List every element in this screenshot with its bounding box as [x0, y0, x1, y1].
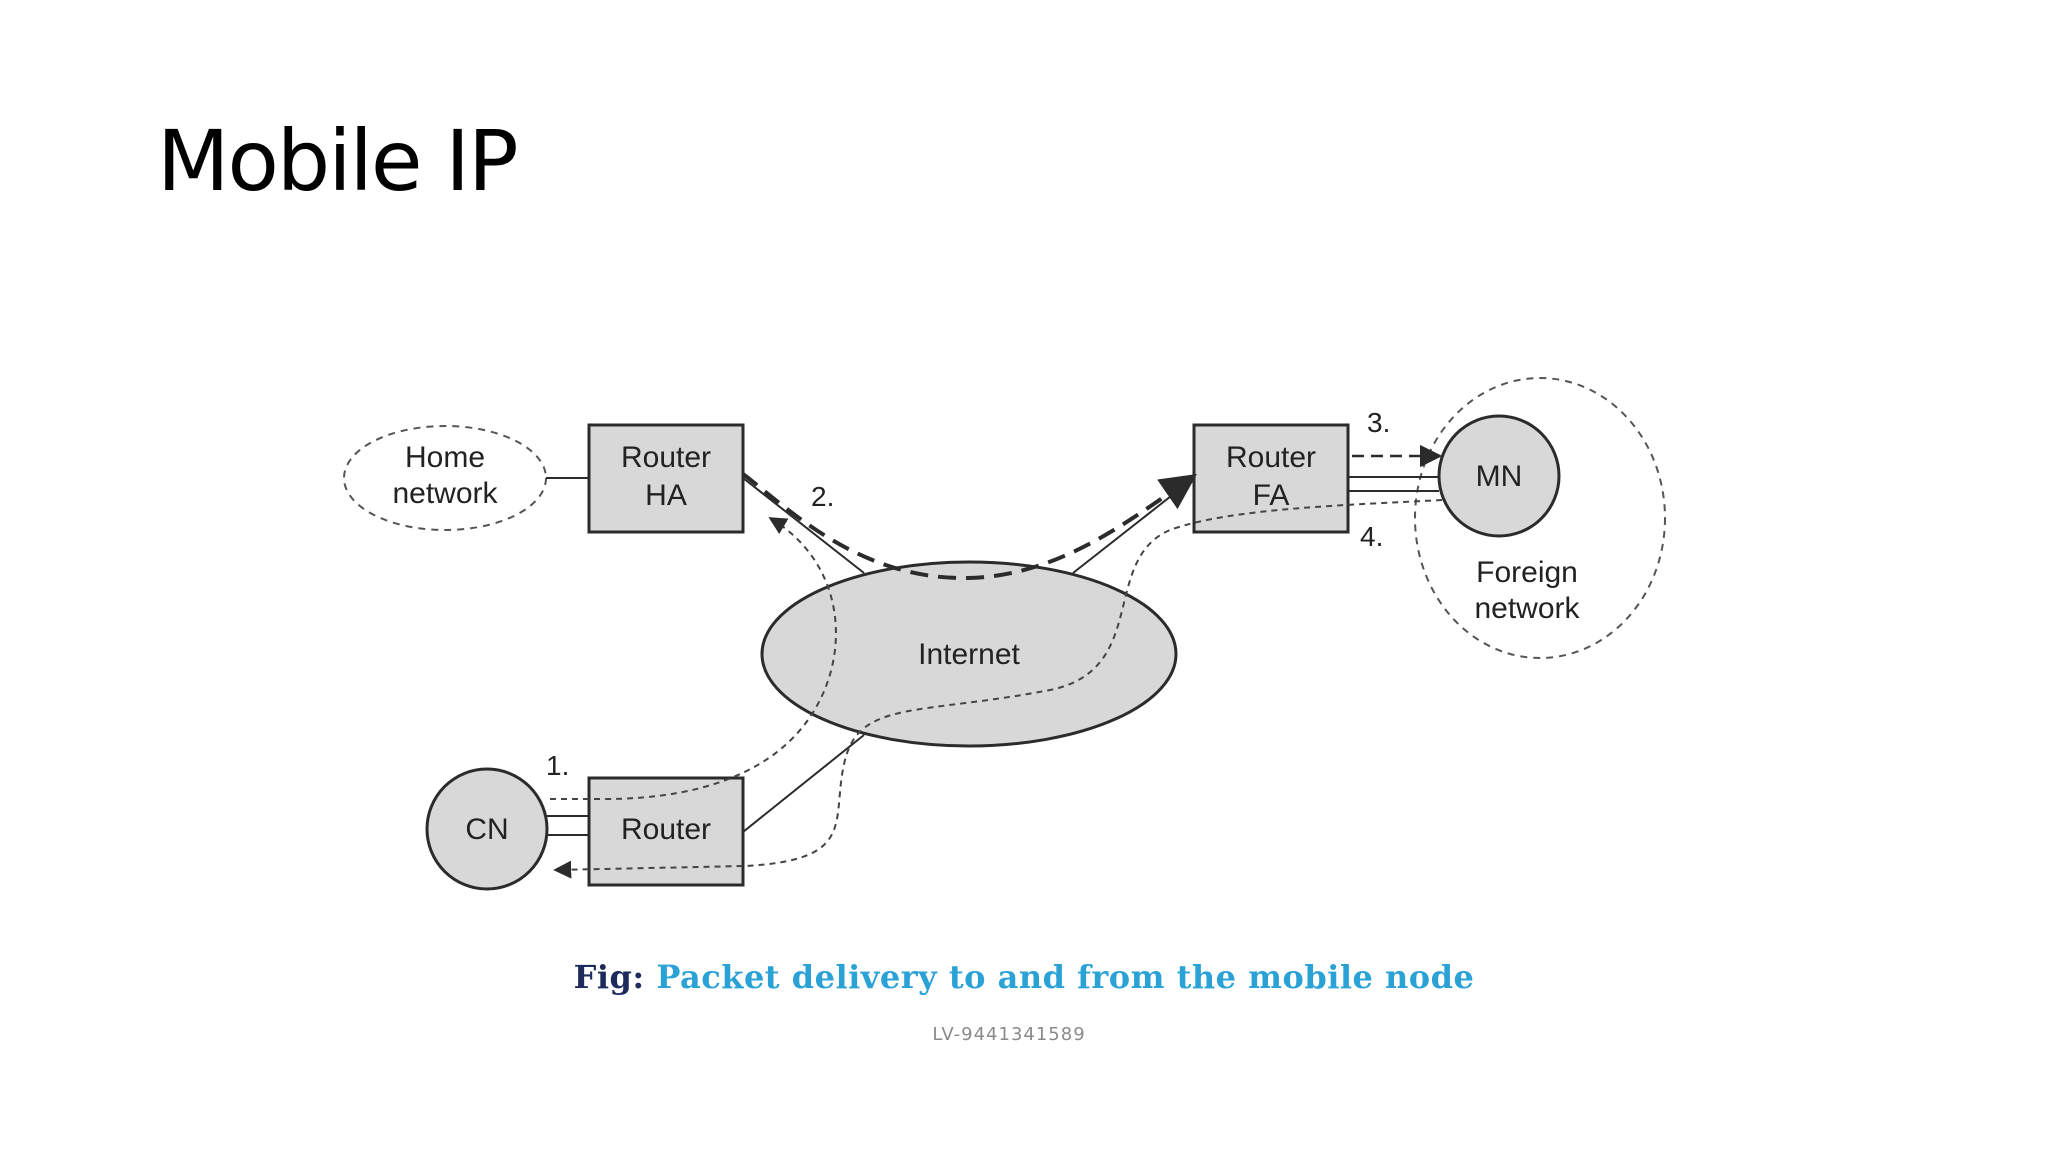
- cn-node: [425, 767, 549, 891]
- step-label-4: 4.: [1360, 521, 1383, 552]
- caption-text: Packet delivery to and from the mobile n…: [656, 958, 1475, 996]
- path-step-1: [550, 517, 837, 801]
- cn-label: CN: [465, 813, 508, 846]
- ha-internet-link: [742, 477, 865, 574]
- internet-cloud: [760, 560, 1178, 748]
- home-network-label-line2: network: [392, 477, 498, 510]
- mn-node: [1437, 414, 1561, 538]
- router-ha-label-line2: HA: [645, 479, 687, 512]
- foreign-network-label-line2: network: [1474, 592, 1580, 625]
- router-ha-label-line1: Router: [621, 441, 711, 474]
- fa-internet-link: [1072, 477, 1195, 574]
- step-label-3: 3.: [1367, 407, 1390, 438]
- router-fa-label-line2: FA: [1253, 479, 1290, 512]
- path-step-4: [553, 499, 1443, 879]
- watermark-text: LV-9441341589: [932, 1024, 1086, 1045]
- cn-router-internet-link: [742, 734, 865, 833]
- home-network-label-line1: Home: [405, 441, 485, 474]
- step-label-1: 1.: [546, 750, 569, 781]
- slide-title: Mobile IP: [157, 112, 519, 210]
- path-step-2: [741, 472, 1197, 581]
- caption-prefix: Fig:: [573, 958, 645, 996]
- router-fa-label-line1: Router: [1226, 441, 1316, 474]
- router-ha-box: [587, 423, 745, 534]
- step-label-2: 2.: [811, 481, 834, 512]
- router-cn-label: Router: [621, 813, 711, 846]
- internet-label: Internet: [918, 638, 1020, 671]
- figure-caption: Fig: Packet delivery to and from the mob…: [0, 958, 2048, 996]
- mn-label: MN: [1476, 460, 1523, 493]
- foreign-network-label-line1: Foreign: [1476, 556, 1578, 589]
- foreign-network-cloud: [1414, 377, 1666, 659]
